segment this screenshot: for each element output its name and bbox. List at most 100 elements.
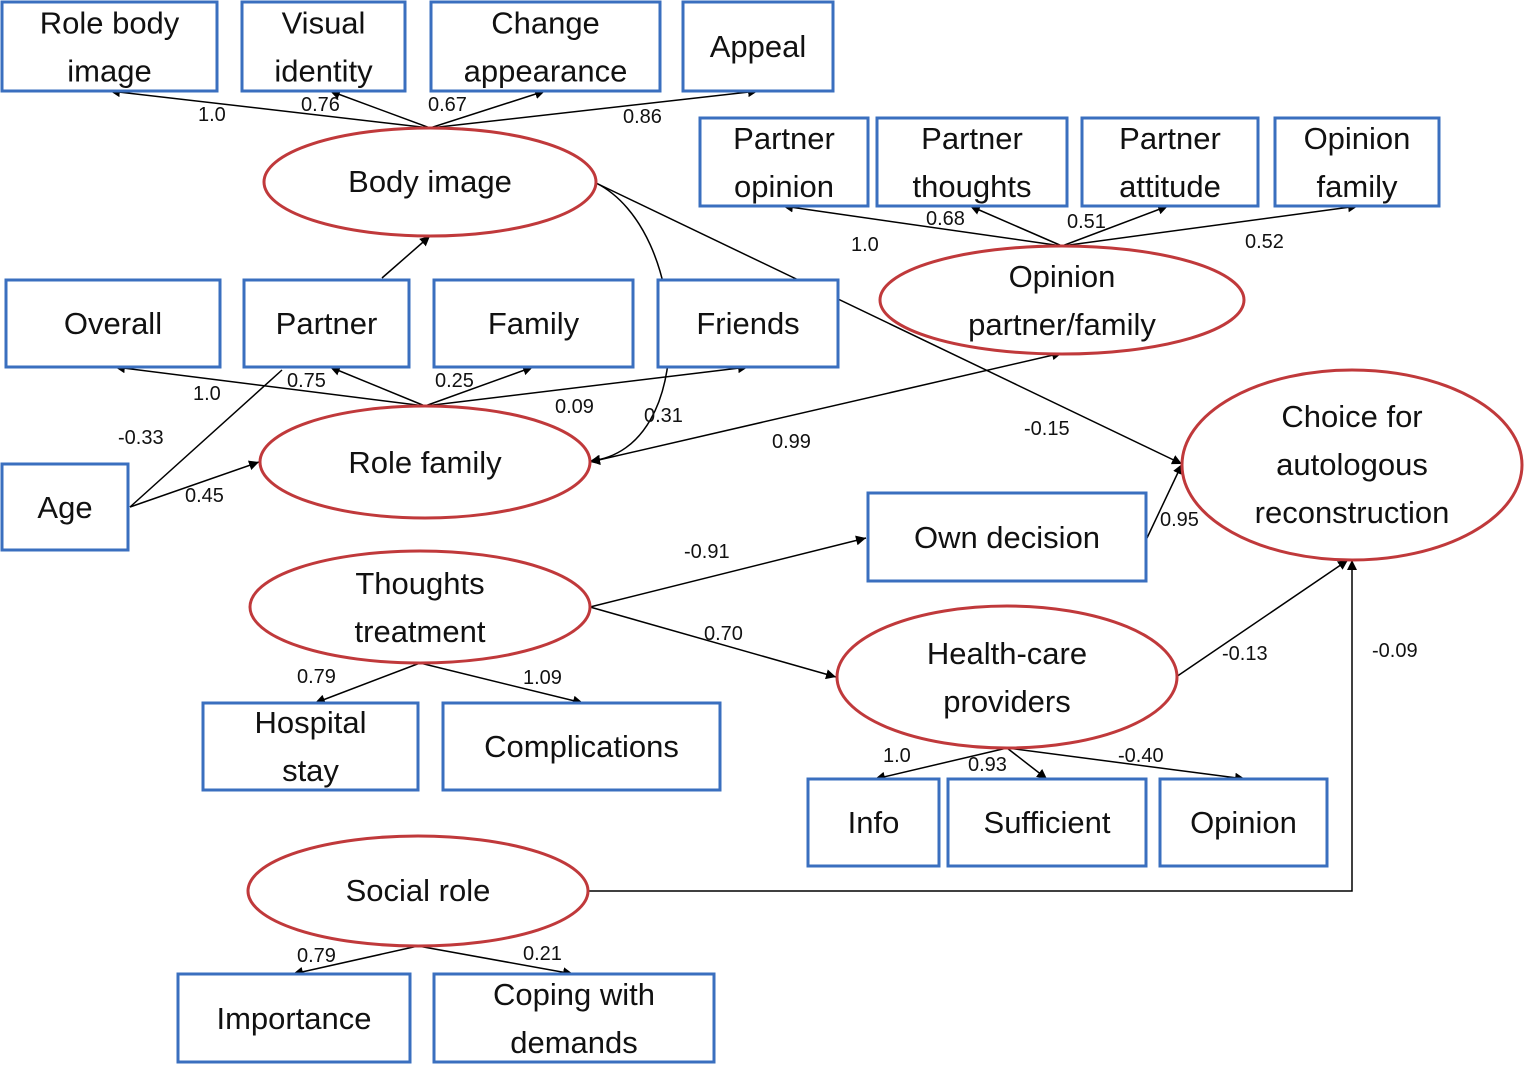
coef-bi-rf: 0.31 [644, 405, 683, 427]
edge-opf-partner-attitude [1061, 204, 1169, 247]
node-info[interactable]: Info [806, 777, 941, 868]
coef-own-decision-choice: 0.95 [1160, 509, 1199, 531]
edge-role-family-opf [589, 350, 1063, 465]
coef-tt-complications: 1.09 [523, 667, 562, 689]
coef-age-rf: 0.45 [185, 485, 224, 507]
coef-tt-hospital-stay: 0.79 [297, 666, 336, 688]
node-role-family[interactable]: Role family [258, 404, 592, 520]
coef-hcp-choice: -0.13 [1222, 643, 1268, 665]
coef-hcp-sufficient: 0.93 [968, 754, 1007, 776]
coef-tt-hcp: 0.70 [704, 623, 743, 645]
coef-opf-partner-attitude: 0.51 [1067, 211, 1106, 233]
node-sufficient[interactable]: Sufficient [946, 777, 1148, 868]
edge-opf-partner-opinion [782, 202, 1063, 247]
edge-role-family-partner [329, 366, 426, 407]
node-importance[interactable]: Importance [176, 972, 412, 1064]
coef-rf-family: 0.25 [435, 370, 474, 392]
coef-rf-overall: 1.0 [193, 383, 221, 405]
node-label: Overall [64, 306, 162, 341]
node-social-role[interactable]: Social role [246, 834, 590, 948]
edge-age-role-family [129, 460, 260, 508]
coef-bi-appeal: 0.86 [623, 106, 662, 128]
edge-thoughts-complications [419, 662, 584, 706]
edge-thoughts-own-decision [589, 535, 867, 608]
node-overall[interactable]: Overall [4, 278, 222, 369]
coef-bi-visual-identity: 0.76 [301, 94, 340, 116]
coef-age-partner: -0.33 [118, 427, 164, 449]
coef-opf-partner-thoughts: 0.68 [926, 208, 965, 230]
edge-health-care-info [874, 747, 1008, 782]
edge-health-care-sufficient [1006, 747, 1048, 780]
edge-social-role-choice [588, 560, 1357, 892]
node-age[interactable]: Age [0, 462, 130, 552]
node-label: Opinion [1190, 805, 1297, 840]
coef-sr-importance: 0.79 [297, 945, 336, 967]
edge-body-image-role-body-image [109, 87, 431, 129]
node-family[interactable]: Family [432, 278, 635, 369]
coef-bi-choice: -0.15 [1024, 418, 1070, 440]
node-label: Social role [346, 873, 491, 908]
edge-health-care-opinion [1006, 747, 1246, 783]
edge-thoughts-health-care [589, 606, 837, 680]
node-body-image[interactable]: Body image [262, 126, 598, 238]
coef-rf-opf: 0.99 [772, 431, 811, 453]
node-label: Role family [348, 445, 502, 480]
node-label: Importance [216, 1001, 371, 1036]
node-friends[interactable]: Friends [656, 278, 840, 369]
node-label: Appeal [710, 29, 807, 64]
edge-body-image-appeal [429, 87, 759, 129]
edge-body-image-visual-identity [329, 89, 431, 129]
coef-hcp-info: 1.0 [883, 745, 911, 767]
coef-opf-opinion-family: 0.52 [1245, 231, 1284, 253]
node-complications[interactable]: Complications [441, 701, 722, 792]
node-appeal[interactable]: Appeal [681, 0, 835, 93]
node-opinion[interactable]: Opinion [1158, 777, 1329, 868]
coef-bi-change-appearance: 0.67 [428, 94, 467, 116]
edge-role-family-family [424, 365, 534, 407]
coef-bi-role-body-image: 1.0 [198, 104, 226, 126]
node-partner[interactable]: Partner [242, 278, 411, 369]
edge-body-image-change-appearance [429, 89, 546, 129]
edge-thoughts-hospital-stay [314, 662, 421, 705]
node-label: Friends [696, 306, 799, 341]
node-own-decision[interactable]: Own decision [866, 491, 1148, 583]
node-label: Age [37, 490, 92, 525]
coef-opf-partner-opinion: 1.0 [851, 234, 879, 256]
edge-role-family-overall [114, 363, 426, 407]
edge-partner-body-image [381, 235, 431, 279]
coef-rf-friends: 0.09 [555, 396, 594, 418]
edges [109, 87, 1359, 978]
node-label: Own decision [914, 520, 1100, 555]
edge-body-image-choice [595, 182, 1183, 465]
edge-age-partner [129, 369, 283, 508]
edge-own-decision-choice [1146, 463, 1183, 539]
node-label: Body image [348, 164, 512, 199]
edge-health-care-choice [1175, 559, 1349, 678]
